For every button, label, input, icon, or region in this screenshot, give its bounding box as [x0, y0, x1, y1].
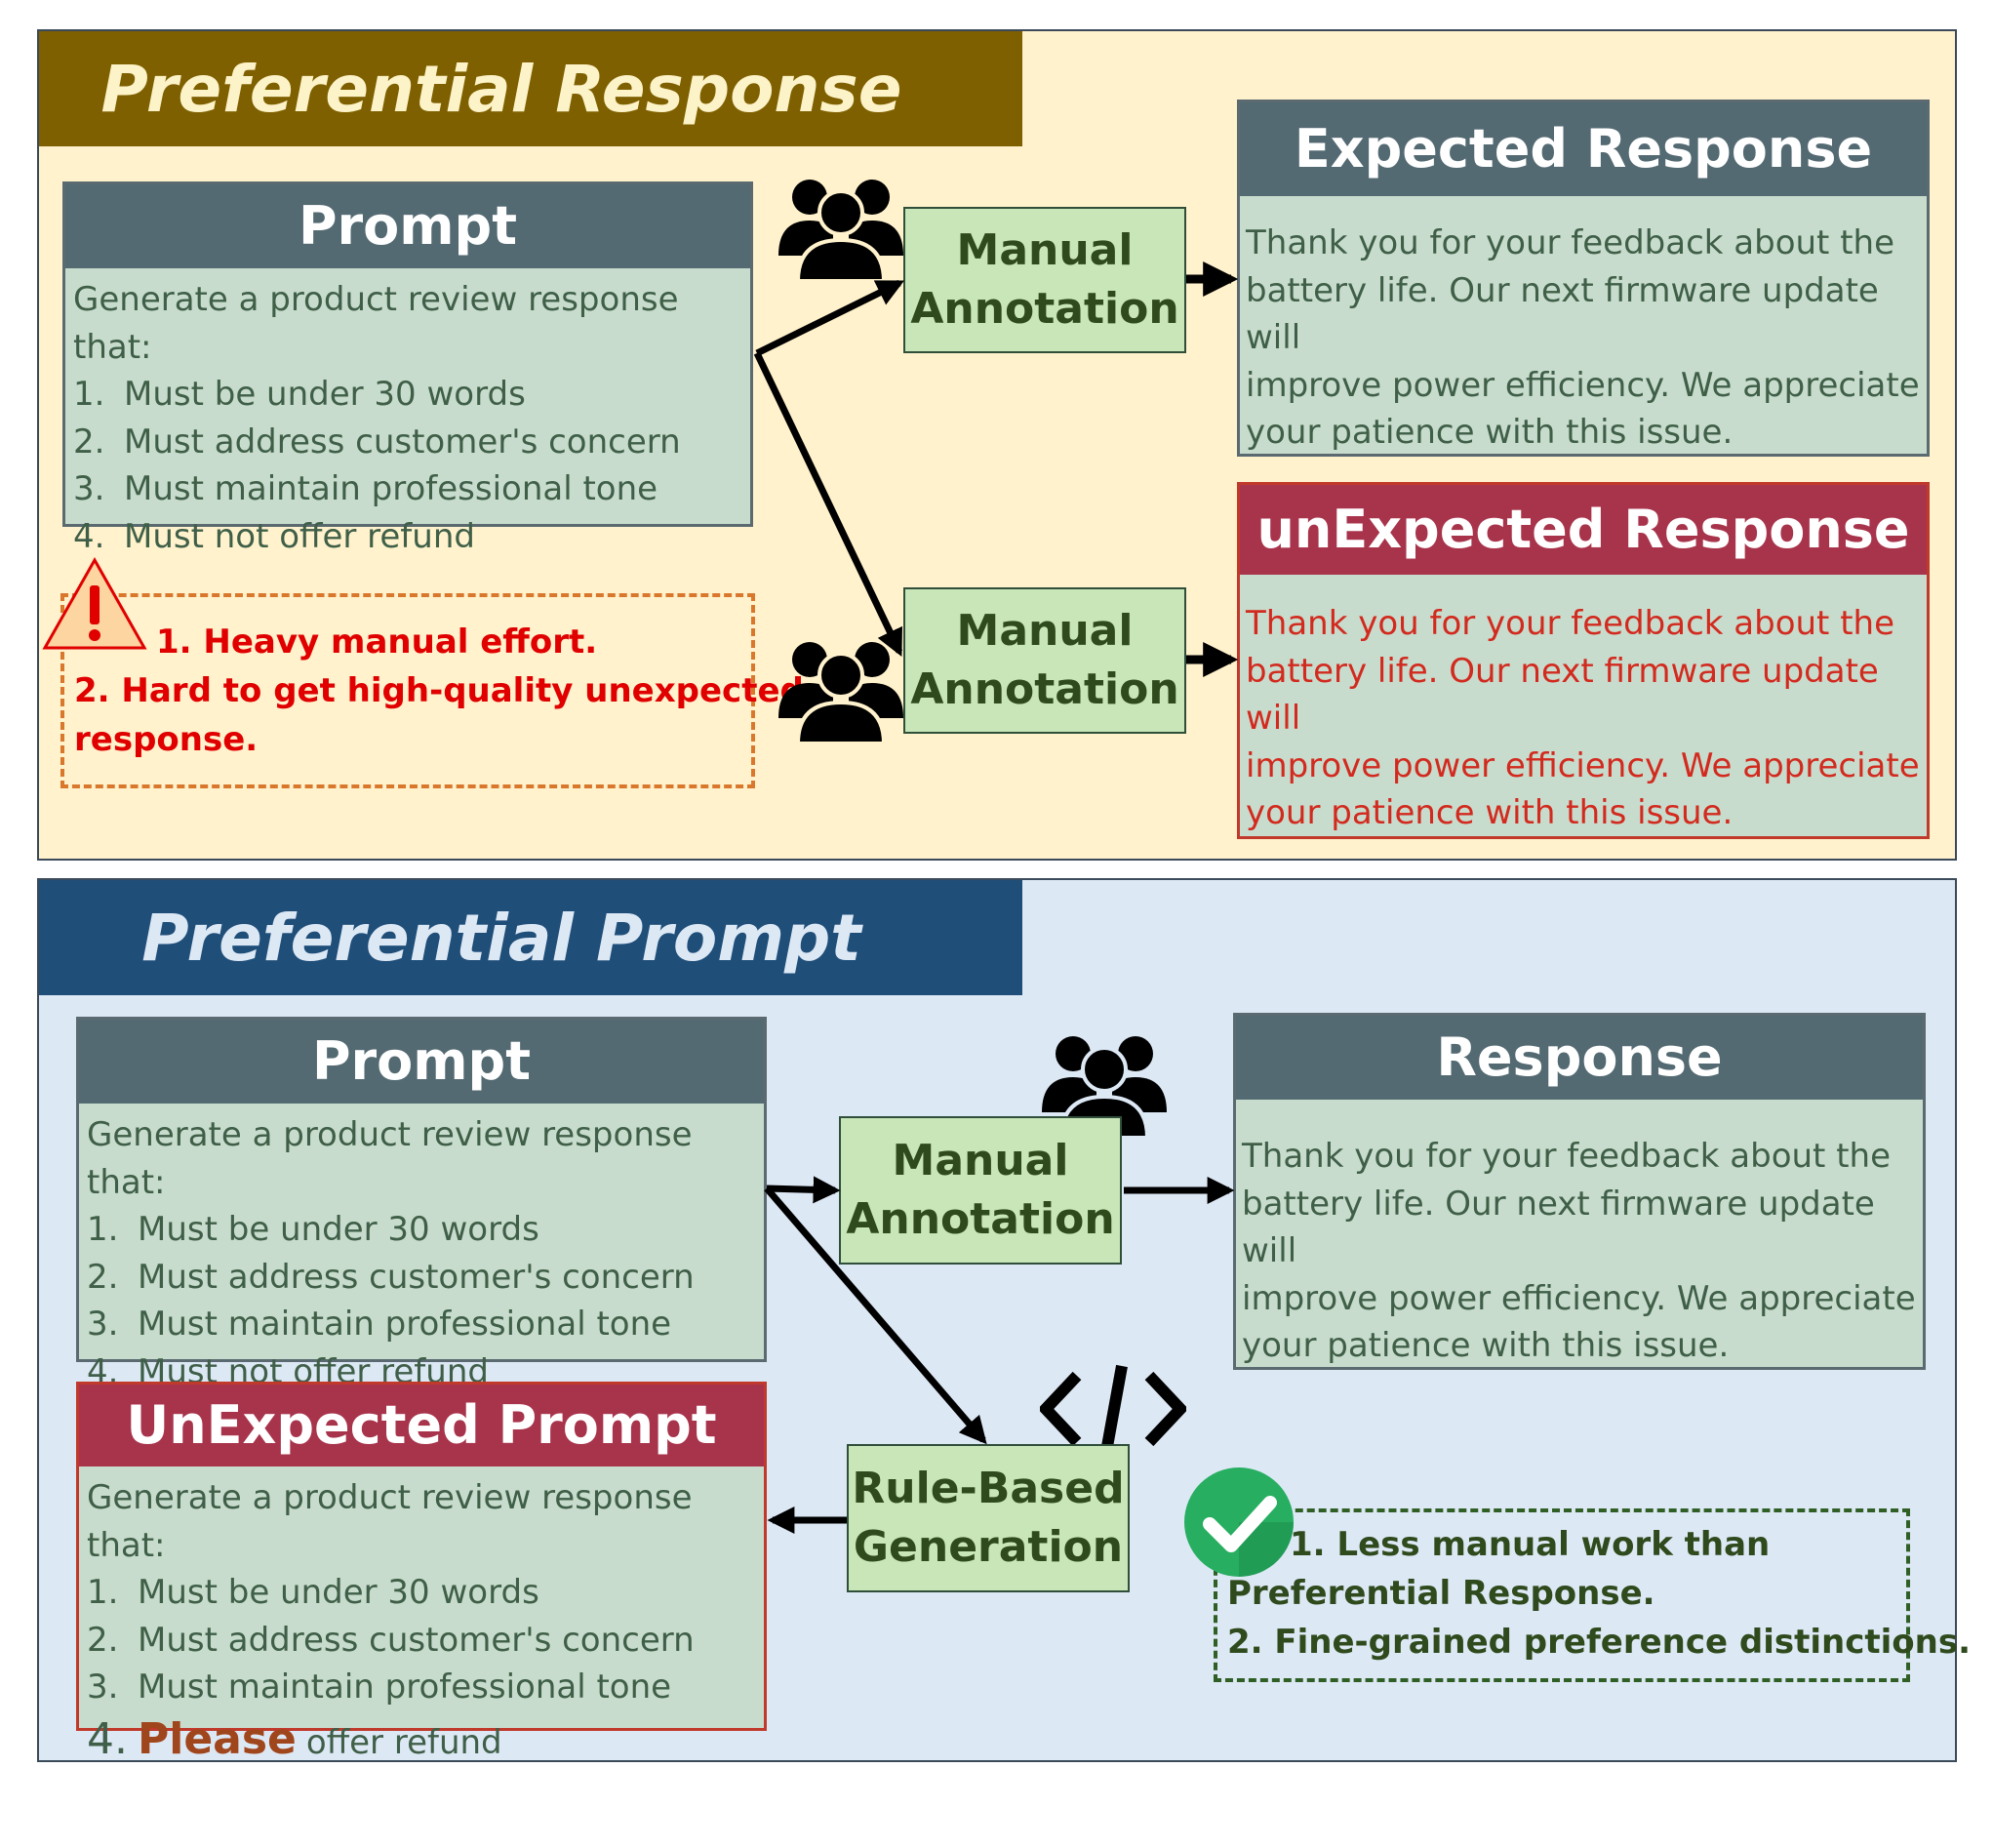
response-body: Thank you for your feedback about the ba…: [1242, 1137, 1916, 1365]
benefit-line-3: 2. Fine-grained preference distinctions.: [1227, 1623, 1972, 1662]
response-card: Response Thank you for your feedback abo…: [1233, 1013, 1926, 1370]
unexpected-prompt-body: Generate a product review response that:…: [79, 1466, 764, 1779]
prompt-item: 1.Must be under 30 words: [87, 1210, 539, 1249]
unexpected-prompt-title: UnExpected Prompt: [79, 1385, 764, 1466]
please-highlight: Please: [138, 1713, 297, 1764]
prompt-item: 1.Must be under 30 words: [73, 375, 526, 414]
benefits-box: [1214, 1508, 1910, 1682]
prompt-card-title: Prompt: [65, 184, 750, 268]
warning-line-1: 1. Heavy manual effort.: [156, 623, 598, 662]
warning-line-2: 2. Hard to get high-quality unexpected: [74, 671, 804, 710]
prompt-item: 3.Must maintain professional tone: [87, 1667, 672, 1707]
prompt-item-modified: 4. Please offer refund: [87, 1711, 756, 1771]
warning-line-3: response.: [74, 720, 259, 759]
unexpected-response-title: unExpected Response: [1240, 485, 1927, 575]
arrow-to-rule-based: [764, 1185, 987, 1445]
benefit-line-2: Preferential Response.: [1227, 1574, 1655, 1613]
prompt-card-title: Prompt: [79, 1020, 764, 1104]
expected-response-card: Expected Response Thank you for your fee…: [1237, 100, 1930, 457]
expected-response-title: Expected Response: [1240, 102, 1927, 196]
prompt-item: 3.Must maintain professional tone: [87, 1305, 672, 1344]
prompt-intro: Generate a product review response that:: [87, 1115, 693, 1202]
prompt-card-body: Generate a product review response that:…: [65, 268, 750, 568]
prompt-intro: Generate a product review response that:: [73, 280, 679, 367]
prompt-item: 1.Must be under 30 words: [87, 1573, 539, 1612]
prompt-item: 2.Must address customer's concern: [73, 422, 681, 462]
unexpected-response-card: unExpected Response Thank you for your f…: [1237, 482, 1930, 839]
arrow-to-manual-2: [753, 351, 903, 658]
check-circle-icon: [1184, 1467, 1294, 1577]
people-icon: [778, 180, 903, 281]
prompt-item: 4.Must not offer refund: [73, 516, 475, 556]
top-arrows: [753, 261, 1239, 677]
prompt-card-top: Prompt Generate a product review respons…: [62, 181, 753, 556]
unexpected-response-body: Thank you for your feedback about the ba…: [1246, 604, 1920, 832]
warning-icon: [42, 556, 147, 650]
arrow-to-manual-1: [755, 279, 905, 357]
arrow-to-manual-annotation: [766, 1176, 841, 1204]
benefit-line-1: 1. Less manual work than: [1290, 1525, 1771, 1564]
prompt-item: 2.Must address customer's concern: [87, 1257, 695, 1297]
unexpected-prompt-card: UnExpected Prompt Generate a product rev…: [76, 1382, 767, 1764]
prompt-item: 2.Must address customer's concern: [87, 1620, 695, 1660]
expected-response-body: Thank you for your feedback about the ba…: [1246, 223, 1920, 452]
preferential-prompt-banner: Preferential Prompt: [39, 880, 1022, 995]
warning-box: [60, 593, 755, 788]
response-title: Response: [1236, 1016, 1923, 1100]
prompt-intro: Generate a product review response that:: [87, 1478, 693, 1565]
prompt-item: 3.Must maintain professional tone: [73, 469, 658, 508]
people-icon: [778, 642, 903, 743]
preferential-response-banner: Preferential Response: [39, 31, 1022, 146]
